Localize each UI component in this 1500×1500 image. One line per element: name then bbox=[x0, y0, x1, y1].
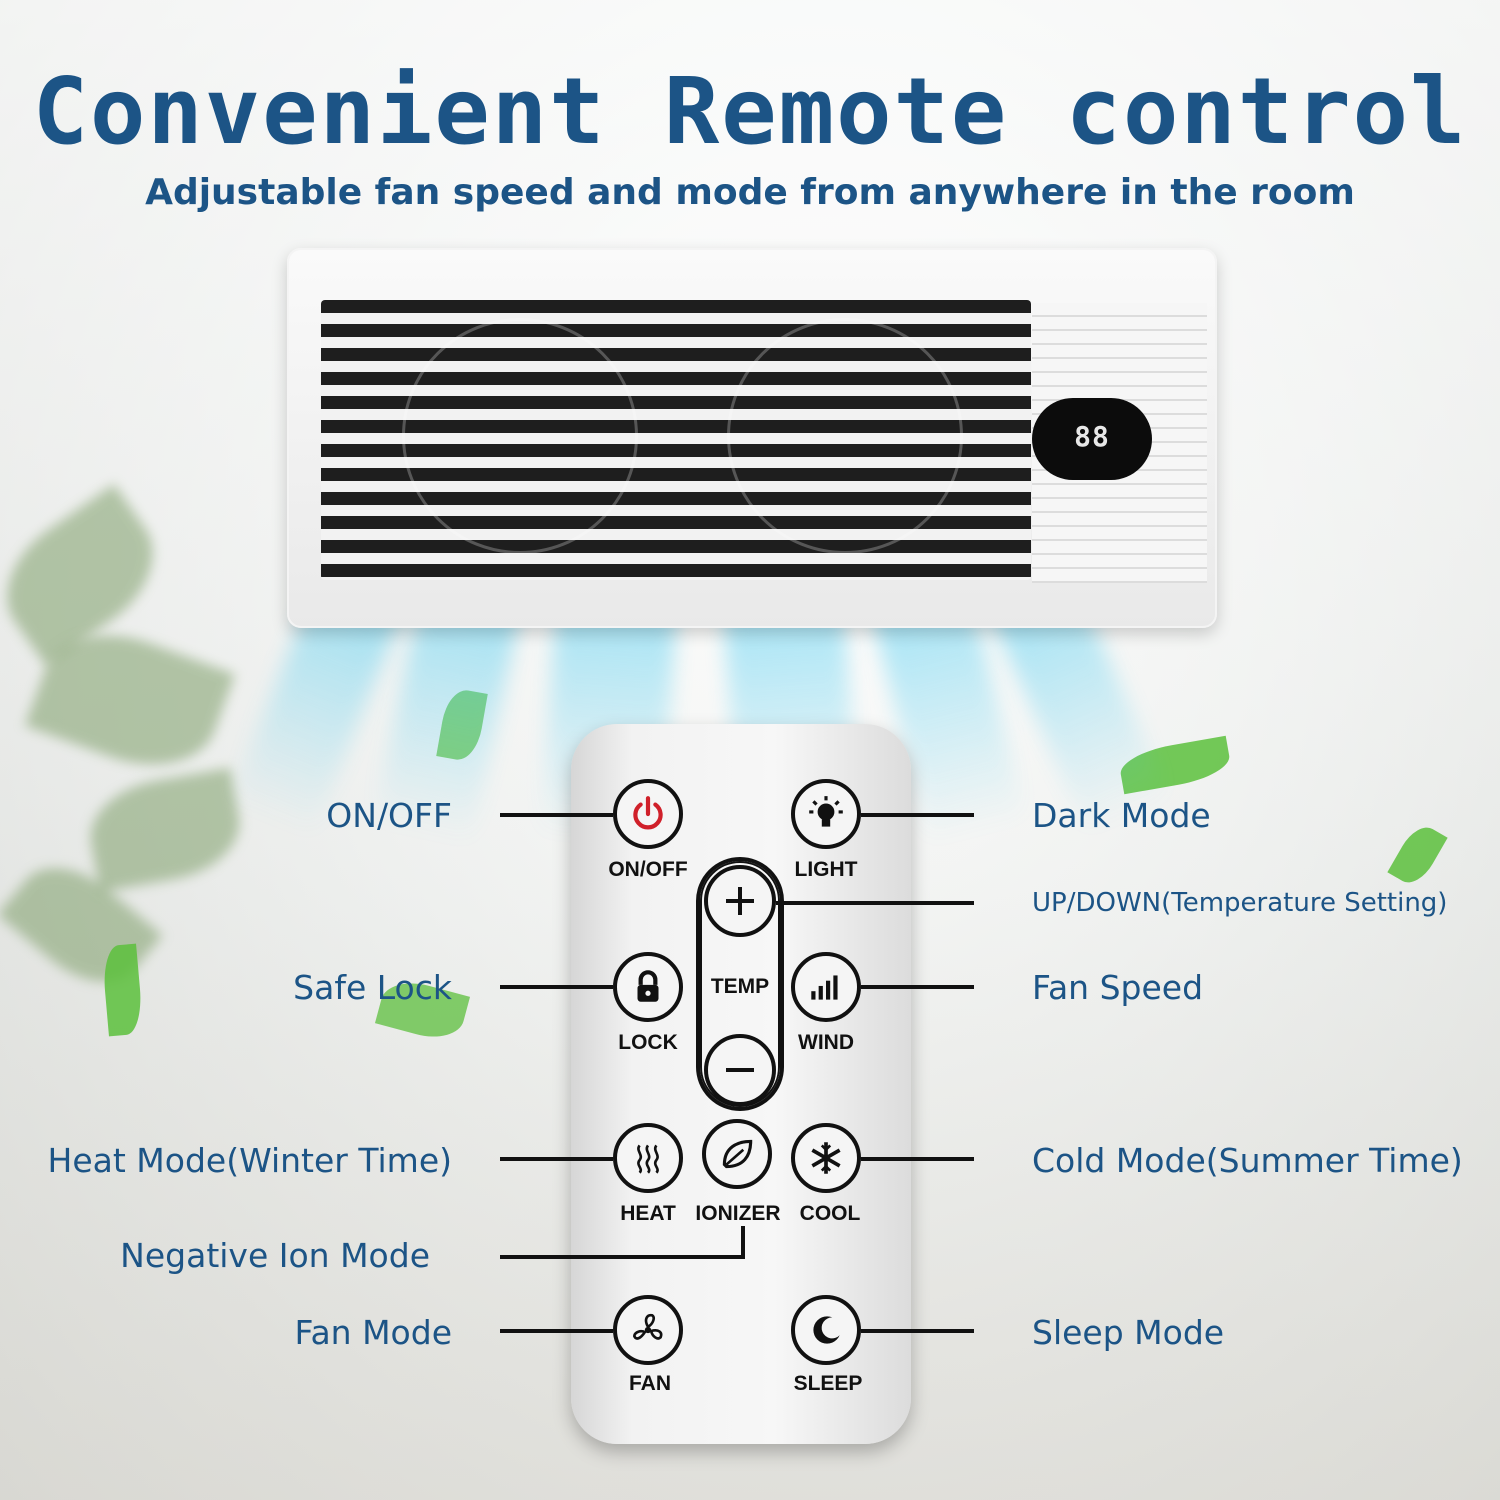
temp-pill-inner bbox=[700, 861, 780, 1107]
callout-line bbox=[776, 901, 974, 905]
callout-line bbox=[500, 1329, 613, 1333]
heater-control-panel[interactable]: 88 bbox=[1032, 398, 1152, 480]
light-label: LIGHT bbox=[794, 858, 858, 881]
callout-line bbox=[861, 1157, 974, 1161]
power-icon bbox=[633, 796, 663, 830]
callout-up-down: UP/DOWN(Temperature Setting) bbox=[1032, 888, 1448, 918]
callout-line bbox=[741, 1226, 745, 1258]
callout-line bbox=[500, 1255, 745, 1259]
callout-line bbox=[861, 1329, 974, 1333]
leaf-icon bbox=[722, 1139, 753, 1169]
onoff-button[interactable] bbox=[613, 779, 683, 849]
callout-line bbox=[861, 813, 974, 817]
signal-bars-icon bbox=[811, 975, 838, 1000]
heater-unit: 88 bbox=[287, 248, 1217, 628]
cool-button[interactable] bbox=[791, 1123, 861, 1193]
moon-icon bbox=[813, 1316, 840, 1344]
sleep-button[interactable] bbox=[791, 1295, 861, 1365]
callout-onoff: ON/OFF bbox=[326, 796, 452, 835]
plus-icon bbox=[726, 887, 754, 915]
fan-ring bbox=[727, 318, 963, 554]
callout-safe-lock: Safe Lock bbox=[293, 968, 452, 1007]
temp-down-button[interactable] bbox=[704, 1034, 776, 1106]
ionizer-label: IONIZER bbox=[695, 1202, 781, 1225]
callout-heat-mode: Heat Mode(Winter Time) bbox=[47, 1141, 452, 1180]
page-subtitle: Adjustable fan speed and mode from anywh… bbox=[145, 172, 1355, 213]
heat-waves-icon bbox=[637, 1144, 659, 1174]
fan-label: FAN bbox=[629, 1372, 671, 1395]
callout-negative-ion: Negative Ion Mode bbox=[120, 1236, 430, 1275]
snowflake-icon bbox=[811, 1142, 841, 1174]
wind-button[interactable] bbox=[791, 952, 861, 1022]
page-title: Convenient Remote control bbox=[32, 58, 1468, 165]
heater-display: 88 bbox=[1074, 420, 1110, 453]
ionizer-button[interactable] bbox=[702, 1119, 772, 1189]
lock-icon bbox=[637, 970, 659, 1002]
callout-line bbox=[861, 985, 974, 989]
temp-pill-outline bbox=[696, 857, 784, 1111]
minus-icon bbox=[726, 1068, 754, 1072]
callout-cold-mode: Cold Mode(Summer Time) bbox=[1032, 1141, 1463, 1180]
lock-label: LOCK bbox=[618, 1031, 678, 1054]
wind-label: WIND bbox=[798, 1031, 854, 1054]
fan-ring bbox=[402, 318, 638, 554]
bulb-icon bbox=[809, 796, 843, 827]
callout-line bbox=[500, 813, 613, 817]
sleep-label: SLEEP bbox=[793, 1372, 863, 1395]
callout-line bbox=[500, 985, 613, 989]
callout-fan-speed: Fan Speed bbox=[1032, 968, 1204, 1007]
temp-label: TEMP bbox=[710, 975, 770, 998]
light-button[interactable] bbox=[791, 779, 861, 849]
callout-sleep-mode: Sleep Mode bbox=[1032, 1313, 1225, 1352]
callout-line bbox=[500, 1157, 613, 1161]
lock-button[interactable] bbox=[613, 952, 683, 1022]
callout-fan-mode: Fan Mode bbox=[294, 1313, 453, 1352]
heat-label: HEAT bbox=[620, 1202, 676, 1225]
temp-up-button[interactable] bbox=[704, 865, 776, 937]
callout-dark-mode: Dark Mode bbox=[1032, 796, 1211, 835]
fan-icon bbox=[633, 1313, 663, 1340]
onoff-label: ON/OFF bbox=[608, 858, 688, 881]
cool-label: COOL bbox=[799, 1202, 861, 1225]
heat-button[interactable] bbox=[613, 1123, 683, 1193]
fan-button[interactable] bbox=[613, 1295, 683, 1365]
